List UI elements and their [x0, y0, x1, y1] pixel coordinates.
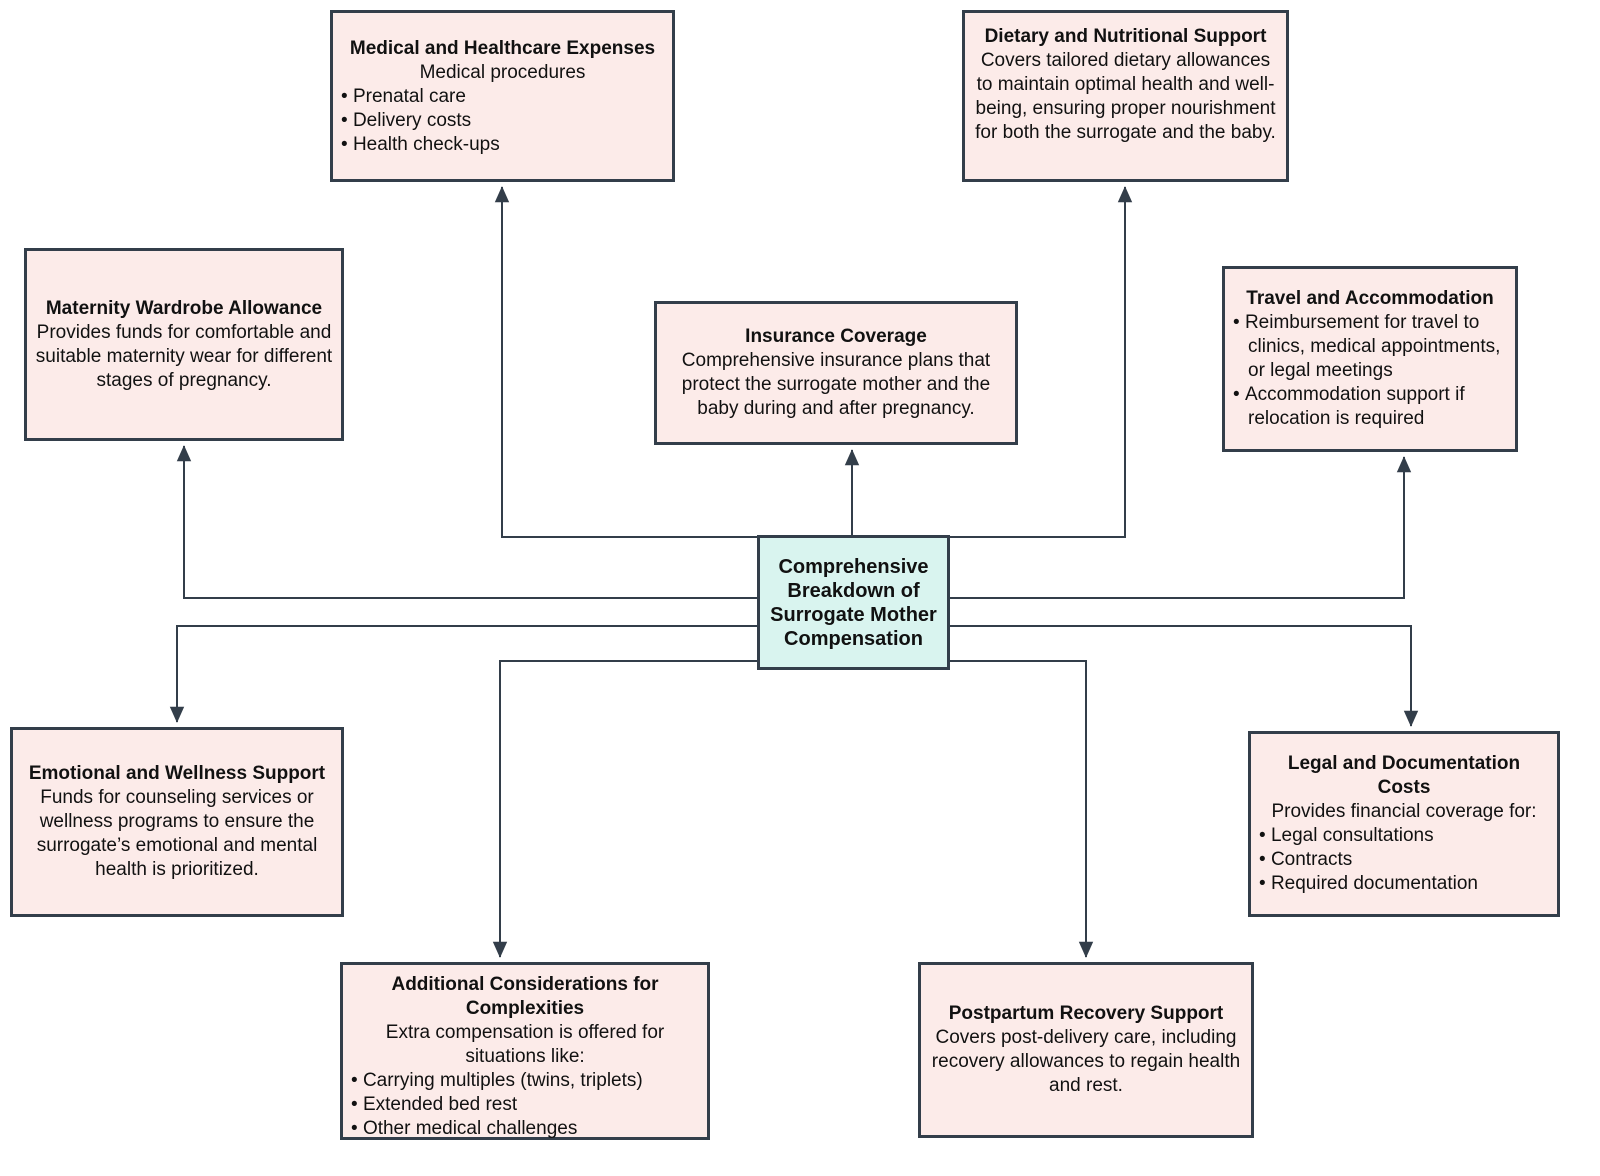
bullet-list: Prenatal care Delivery costs Health chec…: [341, 85, 664, 157]
node-travel-accommodation: Travel and Accommodation Reimbursement f…: [1222, 266, 1518, 452]
connector-center-to-maternity: [176, 445, 759, 599]
node-medical-expenses: Medical and Healthcare Expenses Medical …: [330, 10, 675, 182]
node-title: Travel and Accommodation: [1246, 288, 1494, 309]
bullet-item: Accommodation support if relocation is r…: [1233, 383, 1507, 431]
connector-center-to-legal: [948, 625, 1419, 727]
node-additional-considerations: Additional Considerations for Complexiti…: [340, 962, 710, 1140]
bullet-item: Prenatal care: [341, 85, 664, 109]
bullet-item: Delivery costs: [341, 109, 664, 133]
connector-center-to-travel: [948, 456, 1412, 599]
node-postpartum-recovery: Postpartum Recovery Support Covers post-…: [918, 962, 1254, 1138]
bullet-item: Health check-ups: [341, 133, 664, 157]
node-body: Provides funds for comfortable and suita…: [35, 321, 333, 391]
bullet-list: Carrying multiples (twins, triplets) Ext…: [351, 1069, 699, 1141]
connector-center-to-emotional: [169, 625, 759, 723]
node-body: Comprehensive insurance plans that prote…: [681, 350, 991, 419]
center-node-title: Comprehensive Breakdown of Surrogate Mot…: [770, 555, 937, 650]
connector-center-to-dietary: [948, 186, 1133, 538]
bullet-item: Carrying multiples (twins, triplets): [351, 1069, 699, 1093]
node-title: Dietary and Nutritional Support: [984, 26, 1267, 47]
node-title: Postpartum Recovery Support: [948, 1003, 1224, 1024]
bullet-list: Reimbursement for travel to clinics, med…: [1233, 311, 1507, 431]
node-title: Maternity Wardrobe Allowance: [45, 297, 323, 319]
bullet-list: Legal consultations Contracts Required d…: [1259, 824, 1549, 896]
connector-center-to-medical: [494, 186, 759, 538]
node-legal-documentation: Legal and Documentation Costs Provides f…: [1248, 731, 1560, 917]
node-subtitle: Medical procedures: [419, 62, 586, 83]
node-dietary-support: Dietary and Nutritional Support Covers t…: [962, 10, 1289, 182]
node-subtitle: Provides financial coverage for:: [1271, 801, 1537, 822]
node-title: Insurance Coverage: [745, 326, 927, 347]
bullet-item: Other medical challenges: [351, 1117, 699, 1141]
connector-center-to-postpartum: [948, 660, 1094, 958]
bullet-item: Reimbursement for travel to clinics, med…: [1233, 311, 1507, 383]
node-insurance-coverage: Insurance Coverage Comprehensive insuran…: [654, 301, 1018, 445]
node-emotional-wellness: Emotional and Wellness Support Funds for…: [10, 727, 344, 917]
node-body: Funds for counseling services or wellnes…: [36, 787, 318, 880]
bullet-item: Legal consultations: [1259, 824, 1549, 848]
node-title: Emotional and Wellness Support: [28, 763, 326, 784]
center-node: Comprehensive Breakdown of Surrogate Mot…: [757, 535, 950, 670]
bullet-item: Required documentation: [1259, 872, 1549, 896]
connector-center-to-additional: [492, 660, 759, 958]
node-body: Covers tailored dietary allowances to ma…: [975, 50, 1276, 143]
node-subtitle: Extra compensation is offered for situat…: [385, 1022, 665, 1067]
node-maternity-wardrobe: Maternity Wardrobe Allowance Provides fu…: [24, 248, 344, 441]
node-title: Additional Considerations for Complexiti…: [391, 974, 659, 1019]
node-title: Medical and Healthcare Expenses: [349, 38, 656, 59]
bullet-item: Contracts: [1259, 848, 1549, 872]
node-body: Covers post-delivery care, including rec…: [931, 1027, 1241, 1096]
node-title: Legal and Documentation Costs: [1287, 753, 1521, 798]
bullet-item: Extended bed rest: [351, 1093, 699, 1117]
